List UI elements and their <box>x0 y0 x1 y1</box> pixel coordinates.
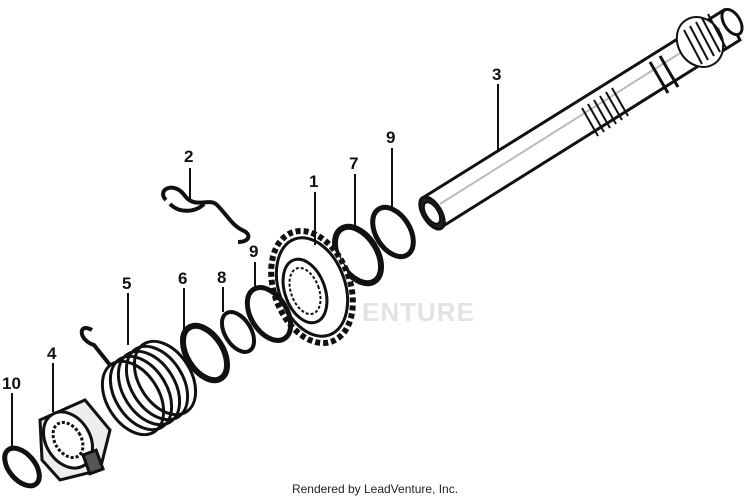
callout-part-9-upper: 9 <box>386 128 396 147</box>
snap-ring-part-10 <box>2 445 42 489</box>
washer-part-6 <box>179 322 231 384</box>
callout-part-9-lower: 9 <box>249 242 259 261</box>
callout-part-2: 2 <box>184 147 194 166</box>
leader-lines <box>11 84 499 448</box>
callout-part-4: 4 <box>47 344 57 363</box>
clip-part-2 <box>161 185 251 244</box>
callout-part-6: 6 <box>178 269 188 288</box>
callout-part-3: 3 <box>492 65 502 84</box>
callout-part-5: 5 <box>122 274 132 293</box>
watermark-text: ENTURE <box>362 297 475 327</box>
callout-part-10: 10 <box>2 374 21 393</box>
snap-ring-part-9-upper <box>370 204 416 260</box>
callout-part-1: 1 <box>309 172 319 191</box>
snap-ring-part-9-lower <box>244 285 294 343</box>
circlip-part-8 <box>219 310 257 354</box>
credit-text: Rendered by LeadVenture, Inc. <box>291 482 459 496</box>
gear-part-1 <box>268 227 356 347</box>
main-shaft-part-3 <box>418 7 744 231</box>
callout-part-8: 8 <box>217 268 227 287</box>
callout-part-7: 7 <box>349 154 359 173</box>
spring-part-5 <box>79 326 198 437</box>
collar-part-4 <box>38 398 112 482</box>
